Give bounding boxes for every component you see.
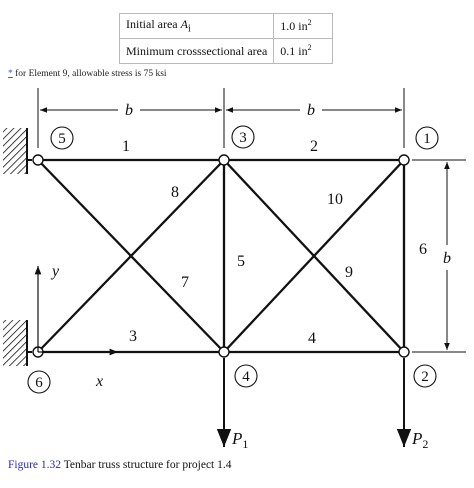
element-3-label: 3 — [129, 328, 137, 345]
node-6-label: 6 — [35, 375, 43, 391]
initial-area-value: 1.0 in2 — [273, 13, 334, 39]
figure-caption: Figure 1.32 Tenbar truss structure for p… — [8, 459, 232, 471]
joint-2 — [398, 346, 410, 358]
member-10 — [222, 158, 406, 354]
table-row: Initial area Ai 1.0 in2 — [118, 13, 334, 39]
x-axis-label: x — [95, 373, 103, 390]
joint-5 — [32, 154, 44, 166]
element-9-label: 9 — [345, 264, 353, 281]
note-marker[interactable]: * — [8, 69, 13, 79]
load-p2-label: P2 — [411, 429, 428, 451]
joint-1 — [398, 154, 410, 166]
node-4-badge — [234, 364, 258, 388]
member-8 — [36, 158, 226, 354]
element-4-label: 4 — [308, 330, 316, 347]
initial-area-label: Initial area Ai — [118, 13, 275, 39]
element-7-label: 7 — [181, 274, 189, 291]
element-6-label: 6 — [419, 241, 427, 258]
load-p1-label: P1 — [231, 429, 248, 451]
node-4-label: 4 — [242, 369, 250, 385]
element-2-label: 2 — [310, 138, 318, 155]
dimension-b-right: b — [307, 102, 315, 119]
y-axis-label: y — [50, 263, 60, 280]
table-row: Minimum crosssectional area 0.1 in2 — [118, 38, 334, 64]
joint-3 — [218, 154, 230, 166]
joints — [32, 154, 410, 358]
joint-4 — [218, 346, 230, 358]
element-9-note: * for Element 9, allowable stress is 75 … — [8, 69, 167, 79]
node-3-badge — [231, 125, 255, 149]
properties-table: Initial area Ai 1.0 in2 Minimum crosssec… — [118, 13, 334, 64]
node-5-badge — [50, 126, 74, 150]
dimension-extension-lines — [37, 88, 466, 353]
node-1-label: 1 — [423, 131, 431, 147]
element-8-label: 8 — [171, 184, 179, 201]
node-6-badge — [27, 370, 51, 394]
min-area-value: 0.1 in2 — [273, 38, 334, 64]
truss-members — [36, 158, 406, 354]
element-5-label: 5 — [237, 253, 245, 270]
node-3-label: 3 — [239, 130, 247, 146]
element-1-label: 1 — [122, 138, 130, 155]
dimension-b-left: b — [125, 102, 133, 119]
figure-number: Figure 1.32 — [8, 459, 62, 471]
min-area-label: Minimum crosssectional area — [118, 38, 275, 64]
node-1-badge — [415, 126, 439, 150]
node-2-badge — [413, 364, 437, 388]
support-wall-top — [3, 128, 32, 174]
element-10-label: 10 — [327, 191, 343, 208]
support-wall-bottom — [3, 320, 32, 366]
node-2-label: 2 — [421, 369, 429, 385]
node-5-label: 5 — [58, 131, 66, 147]
dimension-b-vertical: b — [443, 250, 451, 267]
